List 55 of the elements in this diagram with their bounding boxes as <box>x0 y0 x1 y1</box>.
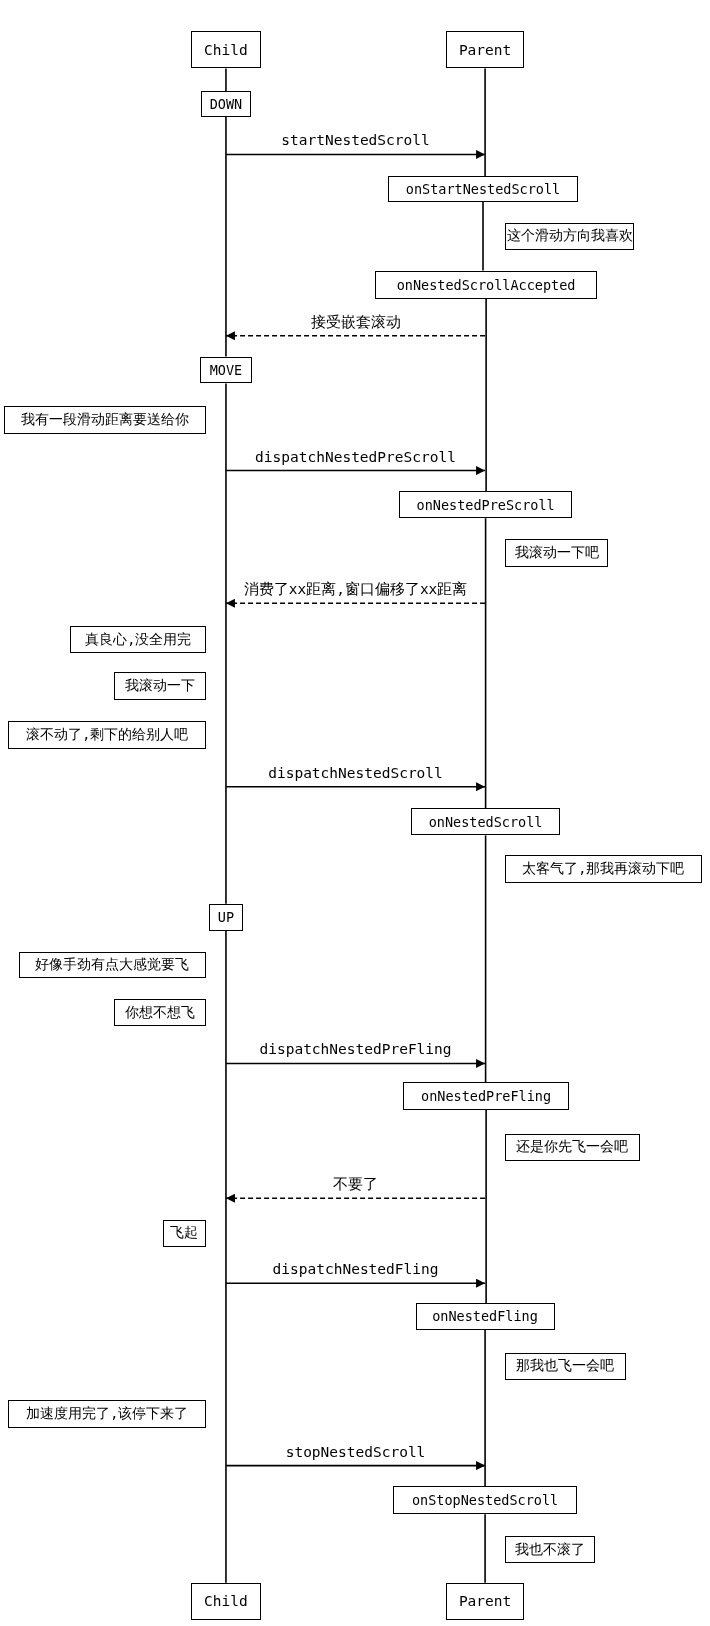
message-arrow <box>225 1058 486 1068</box>
note-box: onNestedScrollAccepted <box>375 270 597 299</box>
edge-label: dispatchNestedPreFling <box>257 1041 454 1059</box>
note-box: onNestedScroll <box>411 808 560 836</box>
lifeline <box>484 517 487 810</box>
note-box: 真良心,没全用完 <box>70 626 207 653</box>
note-box: 我滚动一下 <box>114 671 207 700</box>
edge-label: 消费了xx距离,窗口偏移了xx距离 <box>241 581 470 599</box>
lifeline <box>484 1329 486 1488</box>
note-box: UP <box>209 903 243 931</box>
note-box: 我有一段滑动距离要送给你 <box>4 406 207 435</box>
message-arrow <box>225 1461 486 1471</box>
note-box: 加速度用完了,该停下来了 <box>8 1400 207 1429</box>
lifeline <box>484 834 487 1083</box>
lifeline <box>485 1109 487 1304</box>
note-box: onNestedPreFling <box>403 1082 569 1111</box>
note-box: 那我也飞一会吧 <box>504 1352 627 1380</box>
note-box: 我滚动一下吧 <box>504 538 609 567</box>
return-arrow <box>225 598 486 608</box>
lifeline <box>225 67 227 92</box>
lifeline <box>484 67 486 177</box>
lifeline <box>225 929 227 1584</box>
message-arrow <box>225 149 486 159</box>
participant-box: Child <box>190 1582 262 1621</box>
lifeline <box>485 297 487 493</box>
edge-label: dispatchNestedFling <box>270 1261 441 1279</box>
note-box: onStopNestedScroll <box>392 1486 578 1515</box>
note-box: MOVE <box>200 356 252 384</box>
note-box: DOWN <box>201 91 251 118</box>
edge-label: 接受嵌套滚动 <box>308 313 403 331</box>
message-arrow <box>225 782 486 792</box>
note-box: onNestedPreScroll <box>399 491 573 519</box>
note-box: 你想不想飞 <box>114 999 207 1027</box>
note-box: 我也不滚了 <box>504 1536 595 1563</box>
edge-label: dispatchNestedScroll <box>266 764 445 782</box>
lifeline <box>225 382 227 905</box>
return-arrow <box>225 331 486 341</box>
lifeline <box>225 116 227 358</box>
note-box: onStartNestedScroll <box>387 176 579 203</box>
note-box: 飞起 <box>162 1219 207 1247</box>
note-box: 这个滑动方向我喜欢 <box>504 222 635 250</box>
edge-label: dispatchNestedPreScroll <box>253 448 458 466</box>
note-box: 滚不动了,剩下的给别人吧 <box>8 721 207 750</box>
lifeline <box>484 1513 486 1584</box>
note-box: 太客气了,那我再滚动下吧 <box>504 855 702 884</box>
message-arrow <box>225 1278 486 1288</box>
message-arrow <box>225 466 486 476</box>
note-box: onNestedFling <box>415 1302 555 1330</box>
note-box: 好像手劲有点大感觉要飞 <box>18 951 207 979</box>
return-arrow <box>225 1193 486 1203</box>
participant-box: Parent <box>445 1582 525 1621</box>
lifeline <box>482 201 484 272</box>
participant-box: Parent <box>445 31 525 69</box>
participant-box: Child <box>190 31 262 69</box>
note-box: 还是你先飞一会吧 <box>504 1133 640 1161</box>
